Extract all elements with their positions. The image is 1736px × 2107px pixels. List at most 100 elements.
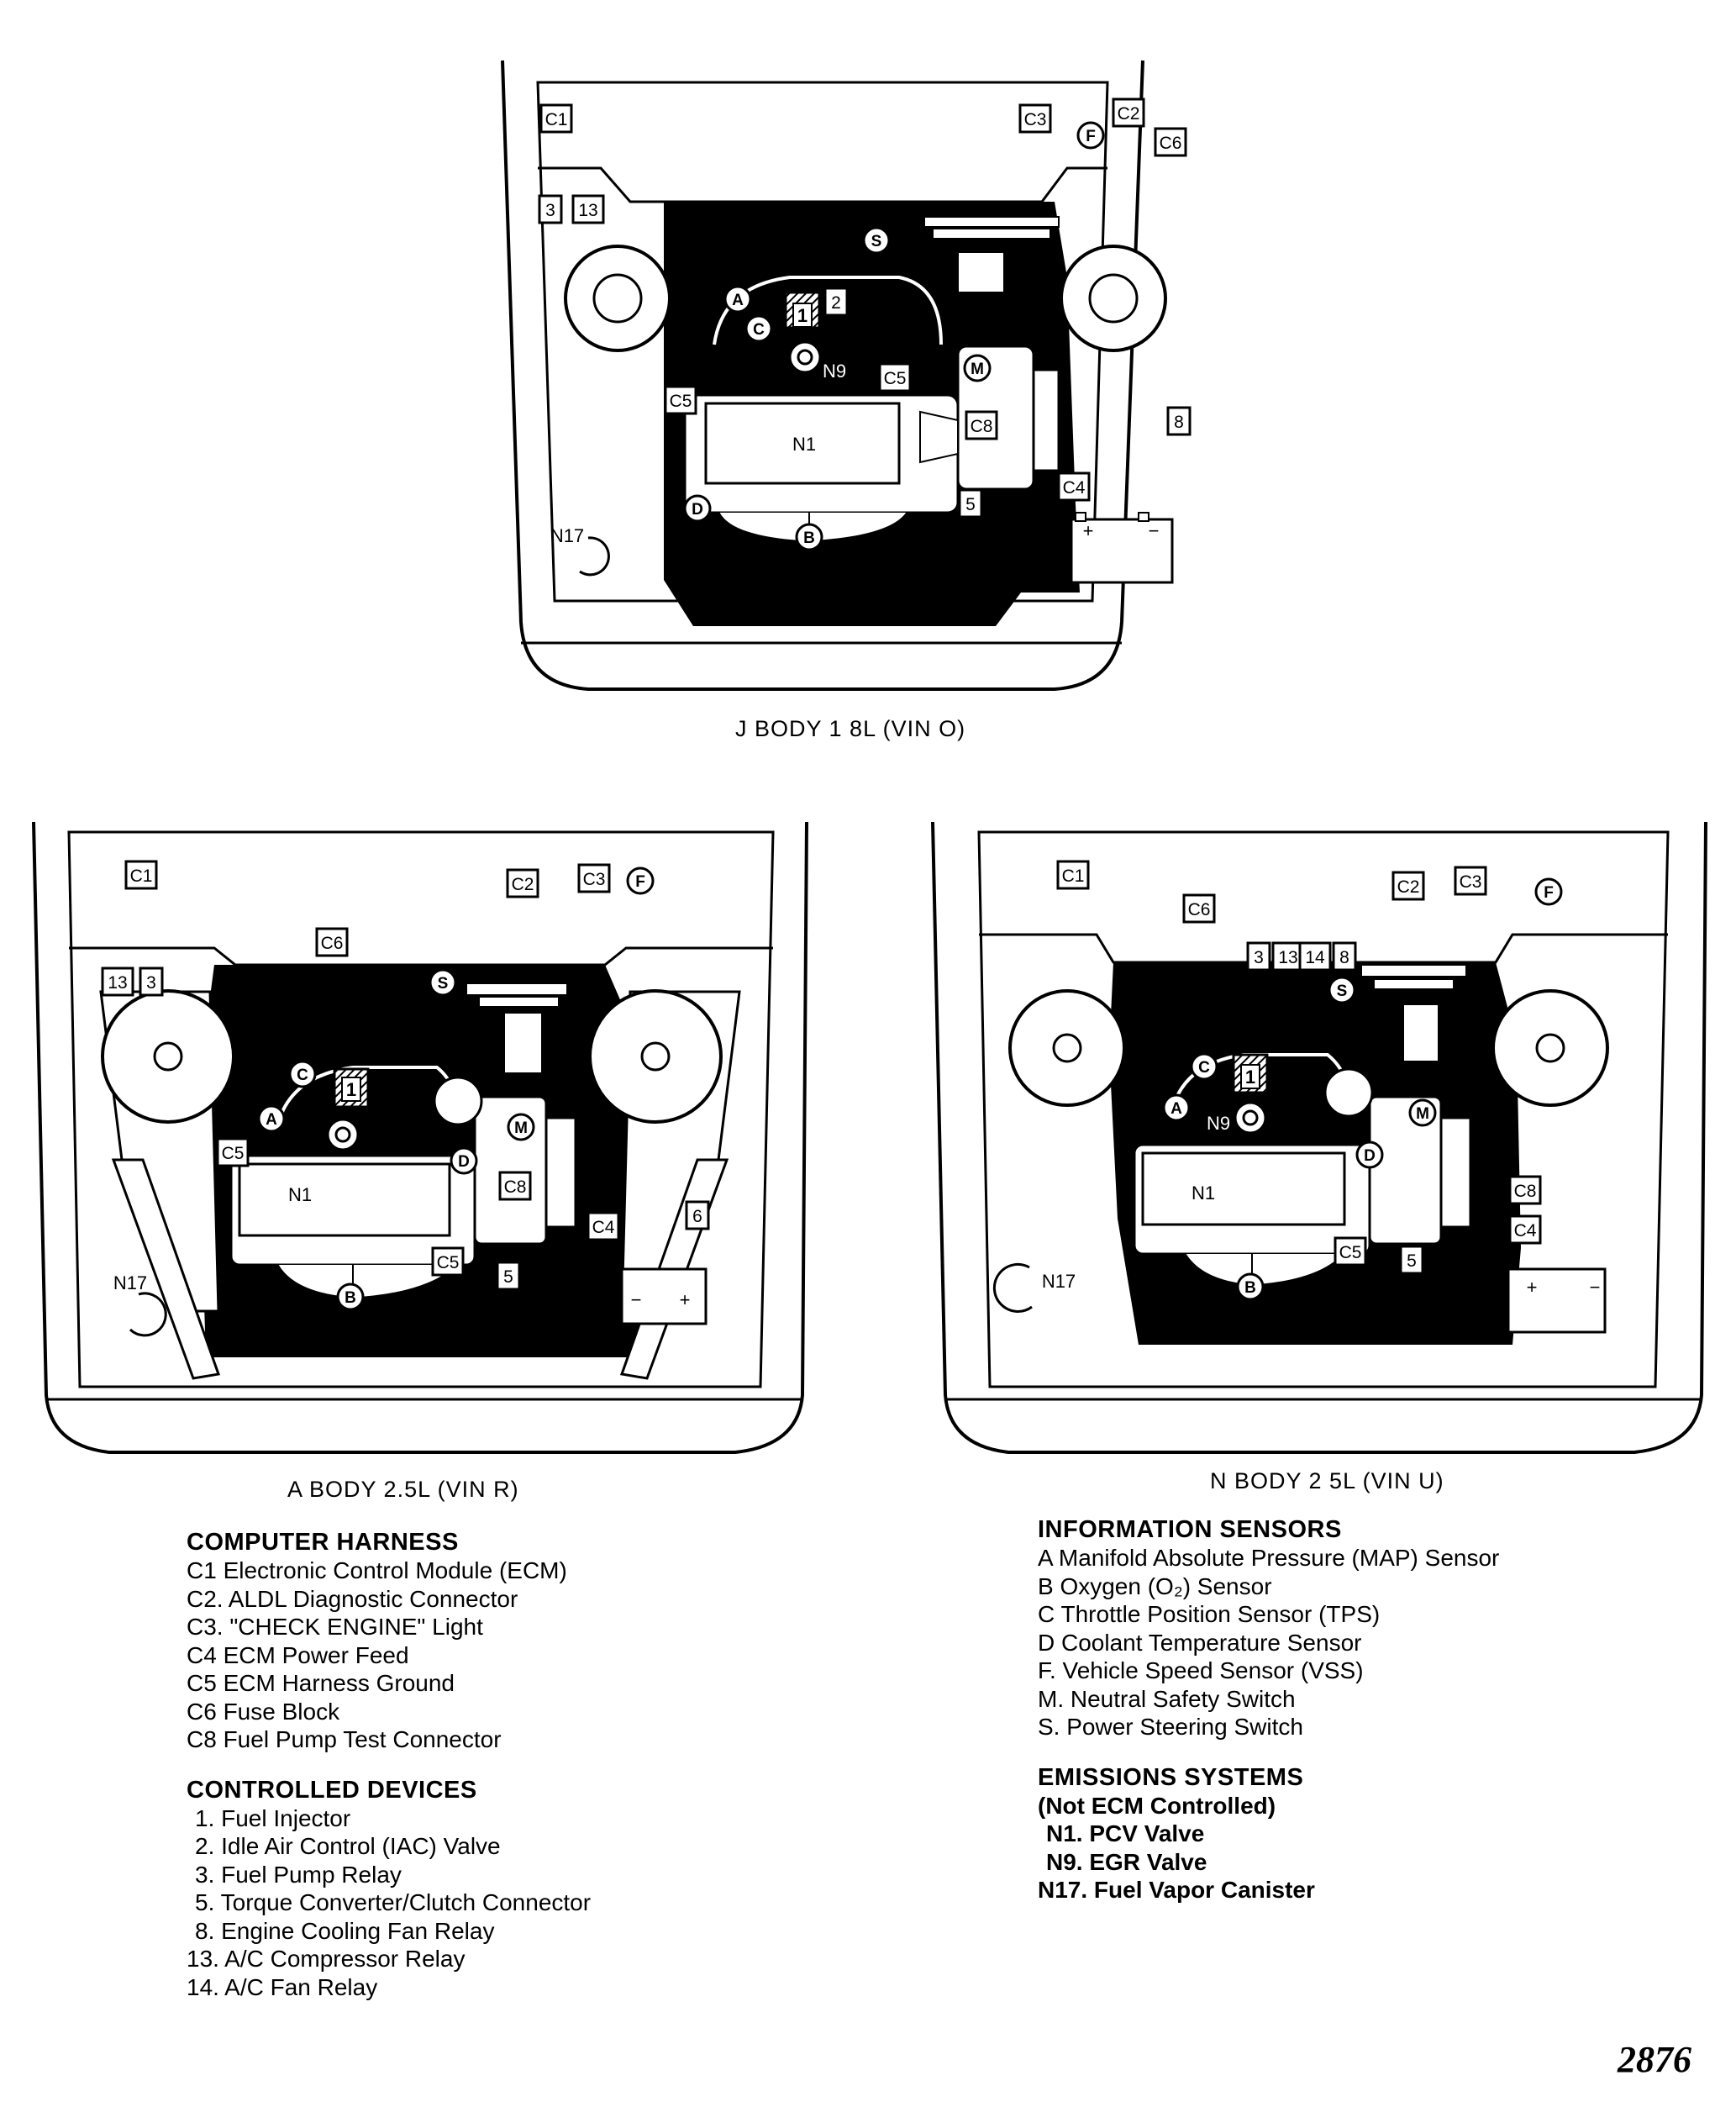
svg-text:D: D [692,501,703,519]
n-body-label-c6: C6 [1182,893,1216,924]
caption-j-body: J BODY 1 8L (VIN O) [735,716,966,741]
j-body-label-c3: C3 [1018,103,1052,134]
a-body-label-c4: C4 [587,1211,620,1241]
j-body-label-r1: 1 [792,303,813,328]
legend-item-b: B Oxygen (O₂) Sensor [1038,1572,1272,1599]
j-body-label-f: F [1076,121,1105,150]
legend-item-3: 3. Fuel Pump Relay [195,1861,402,1888]
j-body-label-c8: C8 [965,410,998,440]
legend-item-13: 13. A/C Compressor Relay [187,1946,466,1972]
svg-text:3: 3 [1254,948,1264,967]
svg-text:C: C [753,321,765,339]
svg-text:−: − [1149,520,1160,541]
legend-item-c3: C3. "CHECK ENGINE" Light [187,1614,483,1640]
n-body-label-plus: + [1527,1277,1538,1298]
j-body-label-n1: N1 [792,434,816,455]
j-body-label-c2: C2 [1112,97,1145,128]
svg-text:8: 8 [1174,413,1184,432]
svg-text:N17: N17 [550,525,584,546]
svg-text:1: 1 [797,305,808,326]
n-body-label-r5: 5 [1399,1245,1424,1275]
svg-text:C8: C8 [971,417,993,436]
legend-item-c4: C4 ECM Power Feed [187,1641,409,1668]
svg-text:13: 13 [578,201,597,220]
svg-text:S: S [438,975,449,993]
svg-text:C2: C2 [1118,104,1140,124]
svg-text:5: 5 [965,495,976,514]
n-body-label-b: B [1236,1272,1265,1301]
a-body-label-m: M [507,1113,535,1141]
legend-item-c8: C8 Fuel Pump Test Connector [187,1726,502,1752]
svg-text:3: 3 [545,201,555,220]
n-body-label-r13: 13 [1271,941,1305,972]
a-body-label-r1: 1 [341,1077,361,1102]
svg-text:C8: C8 [1514,1182,1537,1201]
svg-text:B: B [1244,1279,1256,1297]
information-sensors-title: INFORMATION SENSORS [1038,1516,1342,1543]
svg-text:1: 1 [1245,1067,1255,1088]
a-body-label-c8: C8 [498,1171,532,1201]
emissions-subtitle: (Not ECM Controlled) [1038,1792,1276,1819]
a-body-label-n1: N1 [288,1184,312,1205]
svg-text:C6: C6 [1188,900,1211,919]
j-body-label-n17: N17 [550,525,584,546]
computer-harness-title: COMPUTER HARNESS [187,1529,459,1556]
svg-text:N17: N17 [1042,1271,1076,1292]
legend-item-c2: C2. ALDL Diagnostic Connector [187,1585,518,1612]
a-body-label-c2: C2 [506,868,539,898]
j-body-label-r2: 2 [823,287,849,317]
n-body-label-c1: C1 [1056,860,1090,890]
j-body-label-m: M [963,354,992,382]
svg-text:+: + [680,1289,691,1310]
svg-text:M: M [514,1119,528,1137]
svg-text:N17: N17 [113,1272,147,1293]
j-body-label-n9: N9 [823,361,846,382]
j-body-label-b: B [795,523,823,551]
j-body-label-r5: 5 [958,488,983,519]
caption-a-body: A BODY 2.5L (VIN R) [287,1477,519,1502]
svg-text:N9: N9 [1207,1113,1230,1134]
n-body-label-f: F [1534,877,1563,906]
a-body-label-r5: 5 [496,1261,521,1291]
figure-number: 2876 [1618,2039,1691,2080]
svg-text:C8: C8 [504,1177,527,1197]
n-body-label-c: C [1190,1052,1218,1081]
svg-text:A: A [266,1111,277,1129]
svg-text:C4: C4 [1514,1221,1537,1240]
a-body-label-d: D [450,1146,478,1175]
j-body-label-c5a: C5 [664,385,697,415]
n-body-label-d: D [1355,1140,1384,1169]
svg-text:8: 8 [1339,948,1349,967]
svg-text:A: A [732,292,744,309]
svg-text:13: 13 [1278,948,1297,967]
a-body-label-b: B [336,1283,365,1311]
j-body-label-r8: 8 [1166,406,1192,436]
a-body-label-c: C [288,1060,317,1088]
j-body-label-c6: C6 [1154,127,1187,157]
n-body-label-n9: N9 [1207,1113,1230,1134]
caption-n-body: N BODY 2 5L (VIN U) [1210,1468,1444,1493]
svg-text:D: D [1364,1147,1376,1165]
legend-item-5: 5. Torque Converter/Clutch Connector [195,1889,592,1915]
svg-text:5: 5 [1407,1251,1417,1271]
a-body-label-minus: − [631,1289,642,1310]
svg-text:C5: C5 [437,1253,460,1272]
legend-item-n9: N9. EGR Valve [1046,1848,1207,1875]
svg-text:D: D [458,1153,470,1171]
j-body-label-r13: 13 [571,194,605,224]
a-body-label-r2: 2 [373,1046,383,1067]
legend-item-s: S. Power Steering Switch [1038,1714,1303,1740]
n-body-label-m: M [1408,1098,1437,1127]
svg-text:C1: C1 [1062,867,1085,886]
n-body-label-minus: − [1590,1277,1601,1298]
a-body-label-plus: + [680,1289,691,1310]
svg-text:2: 2 [1281,1033,1291,1054]
n-body-label-c8: C8 [1508,1175,1542,1205]
svg-text:C: C [1198,1059,1210,1077]
svg-text:C3: C3 [1024,110,1047,129]
n-body-label-c5: C5 [1334,1236,1367,1267]
svg-text:N1: N1 [1192,1183,1215,1204]
svg-text:C1: C1 [545,110,568,129]
